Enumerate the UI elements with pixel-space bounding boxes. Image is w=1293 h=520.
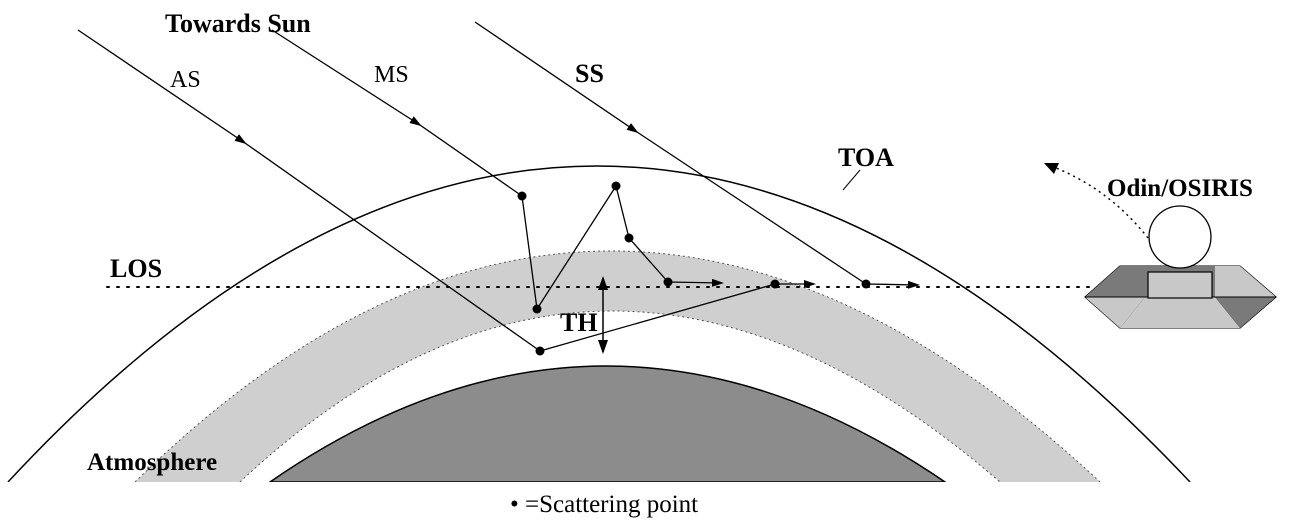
toa-leader [842, 169, 861, 191]
tangent-layer-outer-edge [134, 250, 1101, 482]
scattering-point [770, 279, 780, 289]
satellite-label: Odin/OSIRIS [1107, 175, 1253, 202]
scattering-point [663, 277, 673, 287]
toa-arc [7, 165, 1191, 482]
scattering-point [861, 279, 871, 289]
toa-label: TOA [838, 143, 894, 172]
tangent-height-arrow [598, 276, 608, 354]
earth-surface [268, 365, 947, 482]
satellite-icon [1084, 205, 1277, 329]
tangent-height-label: TH [560, 308, 598, 337]
los-label: LOS [110, 254, 162, 283]
tangent-layer-inner-edge [239, 310, 1001, 482]
tangent-layer-band [135, 251, 1100, 482]
scattering-point [611, 181, 621, 191]
towards-sun-label: Towards Sun [165, 9, 311, 38]
scattering-point [624, 233, 634, 243]
as-label: AS [170, 67, 201, 93]
ss-path [474, 21, 920, 289]
as-path [77, 29, 816, 352]
atmosphere-label: Atmosphere [87, 449, 217, 476]
ss-label: SS [575, 59, 604, 88]
ms-label: MS [374, 62, 409, 88]
legend-scattering-point: • =Scattering point [510, 491, 698, 518]
scattering-point [532, 304, 542, 314]
scattering-points [517, 181, 871, 356]
scattering-point [517, 191, 527, 201]
satellite-motion-arrow [1044, 163, 1149, 239]
scattering-point [535, 346, 545, 356]
